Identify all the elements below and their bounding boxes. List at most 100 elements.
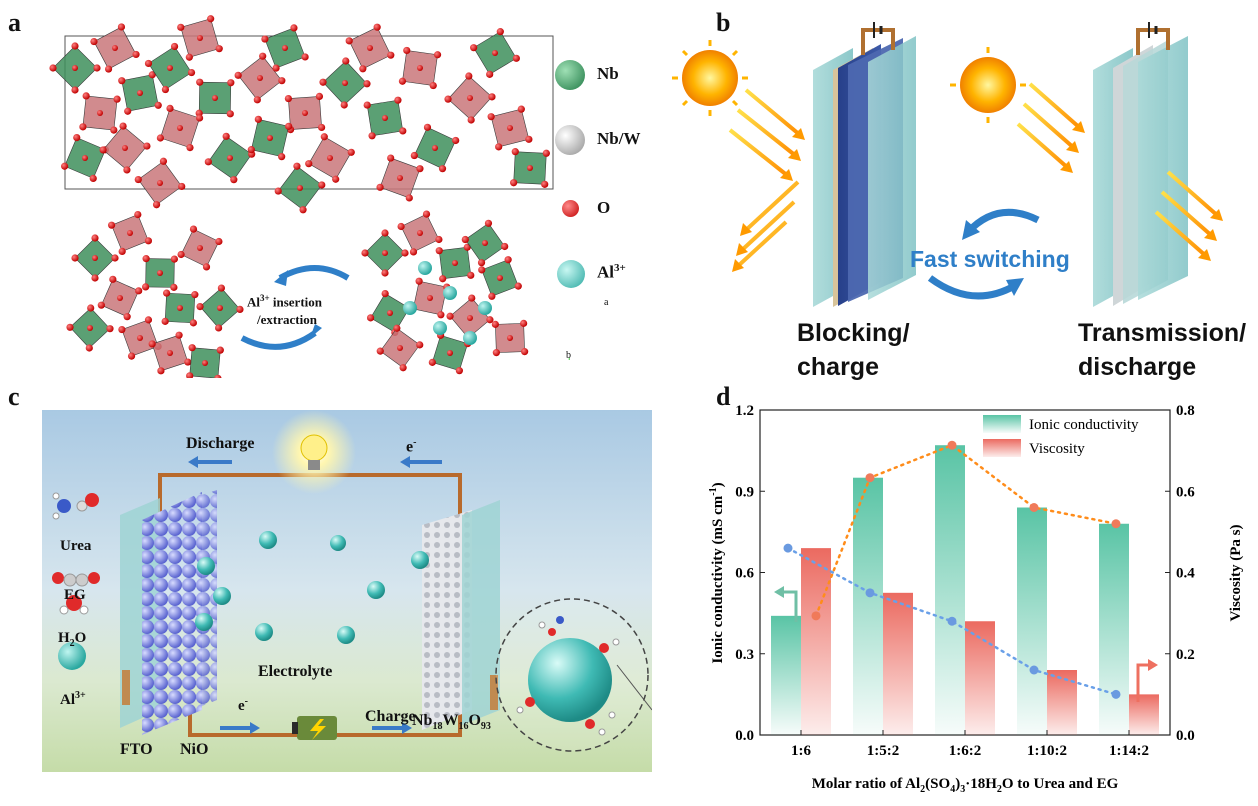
blocking-charge-label: Blocking/charge (797, 319, 910, 381)
point-conductivity (947, 440, 957, 450)
fast-switching-label: Fast switching (910, 246, 1070, 272)
molecule-legend-icons (52, 492, 100, 670)
bar-conductivity (935, 445, 965, 735)
axis-b-label: b (566, 350, 571, 361)
battery-icon (292, 716, 337, 740)
reflected-rays-left (736, 180, 800, 268)
panel-c-letter: c (8, 382, 20, 411)
polyhedra-top (49, 15, 550, 214)
line-viscosity (786, 546, 1118, 696)
point-viscosity (783, 543, 793, 553)
point-conductivity (1111, 519, 1121, 529)
chart-conductivity-viscosity: 1:6 1:5:2 1:6:2 1:10:2 1:14:2 0.0 0.3 0.6 0.9 1.2… (708, 403, 1244, 795)
y-left-tick-label: 0.6 (735, 566, 754, 582)
eg-label: EG (64, 587, 86, 603)
left-axis-indicator-icon (780, 590, 798, 622)
nbw-atom-icon (555, 125, 585, 155)
extraction-arrow (278, 265, 350, 281)
h2o-label: H2O (58, 630, 87, 649)
electrolyte-label: Electrolyte (258, 663, 333, 680)
y-right-tick-label: 0.8 (1176, 403, 1195, 419)
transmission-discharge-label: Transmission/discharge (1078, 319, 1247, 381)
urea-molecule-icon (52, 492, 99, 520)
polyhedra-bottom-right (361, 210, 529, 375)
x-tick-label: 1:5:2 (867, 743, 900, 759)
x-tick-label: 1:6 (791, 743, 811, 759)
insertion-arrow (240, 330, 317, 350)
panel-b-letter: b (716, 8, 731, 37)
left-electrode-fto-nio (120, 490, 217, 735)
y-right-tick-label: 0.6 (1176, 484, 1195, 500)
battery-schematic (120, 410, 652, 752)
point-viscosity (1029, 665, 1039, 675)
bar-viscosity (883, 592, 913, 735)
nb-atom-icon (555, 60, 585, 90)
y-axis-left-label: Ionic conductivity (mS cm-1) (708, 482, 726, 663)
bulb-icon (300, 434, 328, 462)
bar-viscosity (801, 548, 831, 735)
right-axis-indicator-icon (1136, 663, 1152, 702)
cathode-formula-label: Nb18W16O93 (412, 712, 491, 733)
al3plus-label: Al3+ (60, 690, 86, 708)
point-conductivity (811, 611, 821, 621)
eg-molecule-icon (52, 572, 100, 587)
solvated-al-ion (528, 638, 612, 722)
y-left-tick-label: 0.3 (735, 647, 754, 663)
y-right-tick-label: 0.2 (1176, 647, 1195, 663)
point-viscosity (1111, 689, 1121, 699)
point-conductivity (1029, 503, 1039, 512)
x-tick-label: 1:6:2 (949, 743, 982, 759)
al-ion-icon (557, 260, 585, 288)
legend-label-conductivity: Ionic conductivity (1029, 417, 1139, 433)
transmitted-rays-right (1154, 170, 1220, 258)
y-right-tick-label: 0.0 (1176, 728, 1195, 744)
insertion-label: Al3+ insertion /extraction (247, 293, 323, 328)
charge-label: Charge (365, 708, 416, 725)
water-molecule-icon (59, 595, 89, 615)
bar-conductivity (1099, 523, 1129, 735)
point-viscosity (947, 616, 957, 626)
electron-bottom-label: e- (238, 696, 249, 714)
bar-viscosity (1129, 694, 1159, 735)
right-electrode-nb18w16o93 (422, 500, 500, 730)
bar-conductivity (1017, 507, 1047, 735)
bar-viscosity (1047, 670, 1077, 735)
panel-a-letter: a (8, 8, 21, 37)
battery-scene (42, 410, 652, 772)
y-right-tick-label: 0.4 (1176, 566, 1195, 582)
o-atom-icon (562, 200, 579, 217)
panel-b-smart-window (672, 22, 1223, 307)
sun-icon-right (950, 47, 1026, 123)
line-conductivity (814, 443, 1118, 618)
electron-top-label: e- (406, 437, 417, 456)
fto-label: FTO (120, 741, 153, 758)
point-viscosity (865, 588, 875, 598)
device-blocking (813, 22, 916, 307)
legend-swatch-conductivity (983, 415, 1021, 433)
legend-swatch-viscosity (983, 439, 1021, 457)
incident-rays-right (1016, 82, 1082, 170)
point-conductivity (865, 473, 875, 483)
sun-icon-left (672, 40, 748, 116)
switch-arrow-top (965, 208, 1040, 235)
incident-rays-left (728, 88, 802, 178)
bar-viscosity (965, 621, 995, 735)
y-axis-right-label: Viscosity (Pa s) (1228, 525, 1244, 622)
bar-conductivity (771, 615, 801, 735)
x-tick-label: 1:14:2 (1109, 743, 1149, 759)
y-left-tick-label: 0.9 (735, 484, 754, 500)
chart-legend: Ionic conductivity Viscosity (983, 415, 1139, 457)
y-left-tick-label: 1.2 (735, 403, 754, 419)
discharge-label: Discharge (186, 435, 255, 452)
y-left-tick-label: 0.0 (735, 728, 754, 744)
panel-a-crystal-structure (49, 15, 570, 378)
legend-label-viscosity: Viscosity (1029, 441, 1085, 457)
urea-label: Urea (60, 538, 92, 554)
polyhedra-bottom-left (66, 210, 244, 378)
nio-label: NiO (180, 741, 209, 758)
panel-d-letter: d (716, 382, 731, 411)
switch-arrow-bottom (927, 275, 1018, 300)
floating-al-ions (195, 531, 429, 644)
x-tick-label: 1:10:2 (1027, 743, 1067, 759)
device-transmission (1093, 22, 1188, 307)
